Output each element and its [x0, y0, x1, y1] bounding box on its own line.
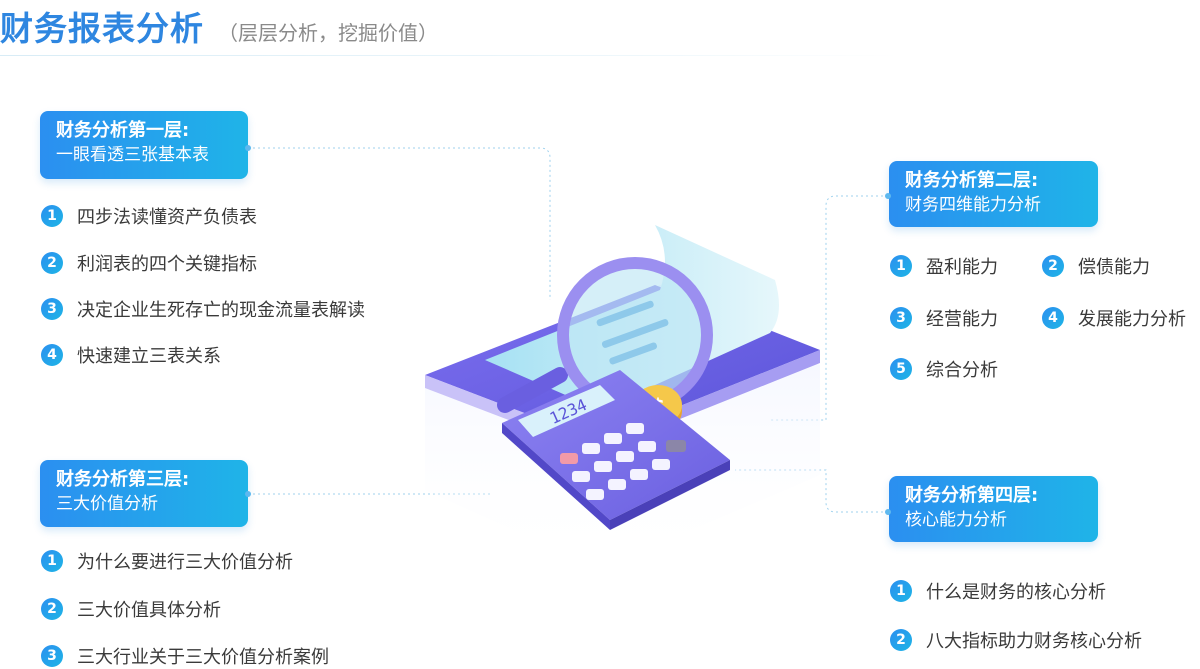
number-badge: 5 [890, 358, 912, 380]
layer-3-connector-dot [245, 491, 251, 497]
layer-4-subheading: 核心能力分析 [905, 510, 1007, 530]
number-badge: 2 [890, 629, 912, 651]
item-text: 八大指标助力财务核心分析 [926, 631, 1142, 652]
item-text: 决定企业生死存亡的现金流量表解读 [77, 300, 365, 321]
calculator-icon: 1234 [502, 370, 730, 530]
finance-illustration: $ 1234 [425, 225, 820, 570]
item-text: 四步法读懂资产负债表 [77, 207, 257, 228]
item-text: 利润表的四个关键指标 [77, 254, 257, 275]
layer-2-badge: 财务分析第二层: 财务四维能力分析 [889, 161, 1098, 227]
number-badge: 2 [41, 598, 63, 620]
number-badge: 3 [890, 307, 912, 329]
layer-1-badge: 财务分析第一层: 一眼看透三张基本表 [40, 111, 248, 179]
layer-1-heading: 财务分析第一层: [56, 120, 190, 141]
number-badge: 4 [1042, 307, 1064, 329]
layer-4-heading: 财务分析第四层: [905, 485, 1039, 506]
layer-4-item: 1 什么是财务的核心分析 [890, 578, 1106, 604]
layer-2-item: 1 盈利能力 [890, 253, 998, 279]
layer-2-item: 5 综合分析 [890, 356, 998, 382]
layer-3-subheading: 三大价值分析 [56, 494, 158, 514]
layer-1-item: 3 决定企业生死存亡的现金流量表解读 [41, 296, 365, 322]
number-badge: 4 [41, 344, 63, 366]
item-text: 快速建立三表关系 [77, 346, 221, 367]
layer-1-connector-dot [245, 145, 251, 151]
layer-1-item: 4 快速建立三表关系 [41, 342, 221, 368]
number-badge: 3 [41, 645, 63, 667]
number-badge: 2 [41, 252, 63, 274]
layer-2-item: 2 偿债能力 [1042, 253, 1150, 279]
item-text: 发展能力分析 [1078, 309, 1186, 330]
layer-2-subheading: 财务四维能力分析 [905, 195, 1041, 215]
item-text: 盈利能力 [926, 257, 998, 278]
layer-2-connector-dot [885, 193, 891, 199]
layer-3-item: 1 为什么要进行三大价值分析 [41, 548, 293, 574]
layer-2-item: 3 经营能力 [890, 305, 998, 331]
number-badge: 2 [1042, 255, 1064, 277]
layer-3-badge: 财务分析第三层: 三大价值分析 [40, 460, 248, 527]
connector-layer-1 [248, 147, 551, 300]
layer-1-subheading: 一眼看透三张基本表 [56, 145, 209, 165]
number-badge: 1 [41, 550, 63, 572]
magnifier-icon [497, 257, 713, 413]
item-text: 为什么要进行三大价值分析 [77, 552, 293, 573]
connector-layer-4 [735, 469, 888, 513]
calculator-screen [518, 385, 615, 437]
header-divider [0, 55, 900, 56]
number-badge: 1 [890, 580, 912, 602]
page-title: 财务报表分析 [0, 9, 204, 48]
item-text: 偿债能力 [1078, 257, 1150, 278]
layer-3-item: 3 三大行业关于三大价值分析案例 [41, 643, 329, 669]
number-badge: 1 [890, 255, 912, 277]
layer-1-item: 2 利润表的四个关键指标 [41, 250, 257, 276]
layer-2-heading: 财务分析第二层: [905, 170, 1039, 191]
layer-4-connector-dot [885, 509, 891, 515]
layer-3-item: 2 三大价值具体分析 [41, 596, 221, 622]
layer-3-heading: 财务分析第三层: [56, 469, 190, 490]
item-text: 三大价值具体分析 [77, 600, 221, 621]
number-badge: 1 [41, 205, 63, 227]
connector-layer-2 [770, 195, 888, 421]
item-text: 经营能力 [926, 309, 998, 330]
item-text: 什么是财务的核心分析 [926, 582, 1106, 603]
layer-4-badge: 财务分析第四层: 核心能力分析 [889, 476, 1098, 542]
page-subtitle: （层层分析，挖掘价值） [218, 21, 438, 45]
layer-1-item: 1 四步法读懂资产负债表 [41, 203, 257, 229]
page-header: 财务报表分析 （层层分析，挖掘价值） [0, 2, 438, 48]
item-text: 三大行业关于三大价值分析案例 [77, 647, 329, 668]
item-text: 综合分析 [926, 360, 998, 381]
layer-4-item: 2 八大指标助力财务核心分析 [890, 627, 1142, 653]
number-badge: 3 [41, 298, 63, 320]
layer-2-item: 4 发展能力分析 [1042, 305, 1186, 331]
